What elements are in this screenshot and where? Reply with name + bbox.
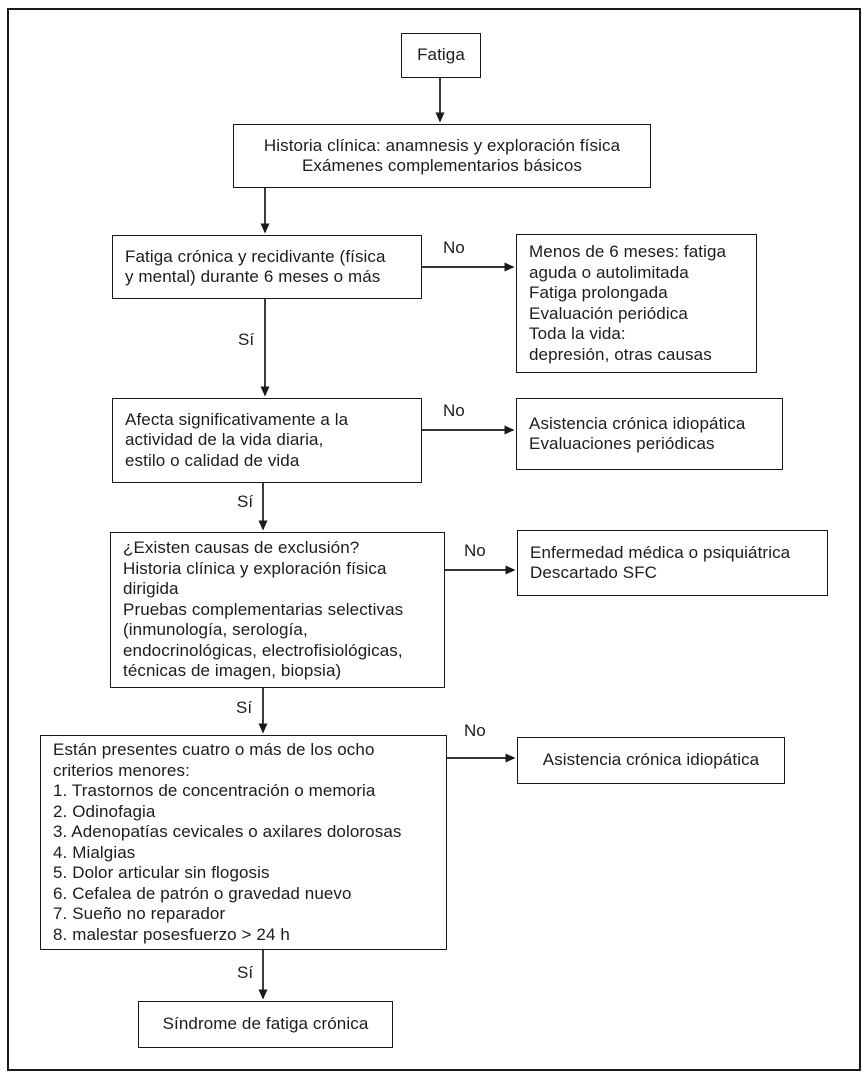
edge-label-si-4: Sí: [237, 963, 254, 982]
node-asistencia-cronica-evaluaciones: Asistencia crónica idiopática Evaluacion…: [516, 398, 783, 470]
node-enfermedad-medica-psiquiatrica: Enfermedad médica o psiquiátrica Descart…: [517, 530, 828, 596]
node-historia-clinica: Historia clínica: anamnesis y exploració…: [233, 124, 651, 188]
node-afecta-vida-diaria: Afecta significativamente a la actividad…: [112, 398, 422, 483]
edge-label-si-3: Sí: [236, 698, 253, 717]
node-fatiga-cronica-recidivante: Fatiga crónica y recidivante (física y m…: [112, 235, 422, 299]
edge-label-si-2: Sí: [237, 492, 254, 511]
edge-label-no-3: No: [464, 541, 486, 560]
edge-label-si-1: Sí: [238, 330, 255, 349]
node-menos-de-6-meses: Menos de 6 meses: fatiga aguda o autolim…: [516, 234, 757, 373]
node-asistencia-cronica-idiopatica: Asistencia crónica idiopática: [517, 737, 785, 784]
node-criterios-menores: Están presentes cuatro o más de los ocho…: [40, 735, 447, 950]
node-sindrome-fatiga-cronica: Síndrome de fatiga crónica: [138, 1001, 393, 1048]
figure-border: [7, 8, 861, 1071]
edge-label-no-2: No: [443, 401, 465, 420]
edge-label-no-1: No: [443, 238, 465, 257]
node-causas-exclusion: ¿Existen causas de exclusión? Historia c…: [110, 532, 445, 688]
edge-label-no-4: No: [464, 721, 486, 740]
node-fatiga: Fatiga: [401, 33, 481, 78]
